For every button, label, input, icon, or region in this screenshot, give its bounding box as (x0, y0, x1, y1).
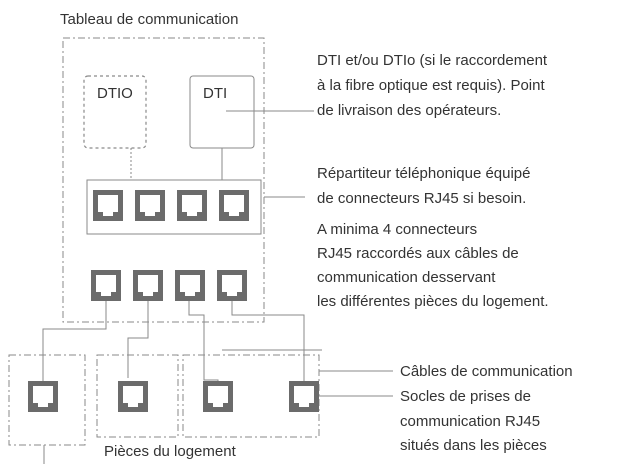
rj45-jack-icon (177, 190, 207, 221)
room-box-1 (8, 354, 86, 446)
minima-note-line: les différentes pièces du logement. (317, 293, 549, 310)
minima-note-line: communication desservant (317, 269, 496, 286)
room-box-3 (182, 354, 320, 438)
minima-note-line: A minima 4 connecteurs (317, 221, 478, 238)
socles-note-line: situés dans les pièces (400, 437, 547, 454)
room-box-2 (96, 354, 179, 438)
rj45-jack-icon (135, 190, 165, 221)
dti-note-line: DTI et/ou DTIo (si le raccordement (317, 52, 548, 69)
rj45-jack-icon (93, 190, 123, 221)
rj45-jack-icon (175, 270, 205, 301)
rj45-jack-icon (217, 270, 247, 301)
communication-cables (42, 301, 322, 400)
repartiteur-note-line: de connecteurs RJ45 si besoin. (317, 190, 527, 207)
minima-note-line: RJ45 raccordés aux câbles de (317, 245, 519, 262)
rj45-jack-icon (289, 381, 319, 412)
rj45-jack-icon (203, 381, 233, 412)
rj45-jack-icon (28, 381, 58, 412)
dtio-box (83, 75, 147, 149)
panel-title: Tableau de communication (60, 11, 239, 28)
dti-label: DTI (203, 85, 228, 102)
rj45-jack-icon (91, 270, 121, 301)
dti-note-line: à la fibre optique est requis). Point (317, 77, 545, 94)
rj45-jack-icon (219, 190, 249, 221)
dti-note-line: de livraison des opérateurs. (317, 102, 502, 119)
rj45-jack-icon (133, 270, 163, 301)
cables-note: Câbles de communication (400, 363, 573, 380)
rj45-jack-icon (118, 381, 148, 412)
dtio-label: DTIO (97, 85, 133, 102)
repartiteur-note-line: Répartiteur téléphonique équipé (317, 165, 531, 182)
rooms-label: Pièces du logement (104, 443, 236, 460)
communication-panel (62, 37, 265, 323)
socles-note-line: Socles de prises de (400, 388, 531, 405)
socles-note-line: communication RJ45 (400, 413, 541, 430)
